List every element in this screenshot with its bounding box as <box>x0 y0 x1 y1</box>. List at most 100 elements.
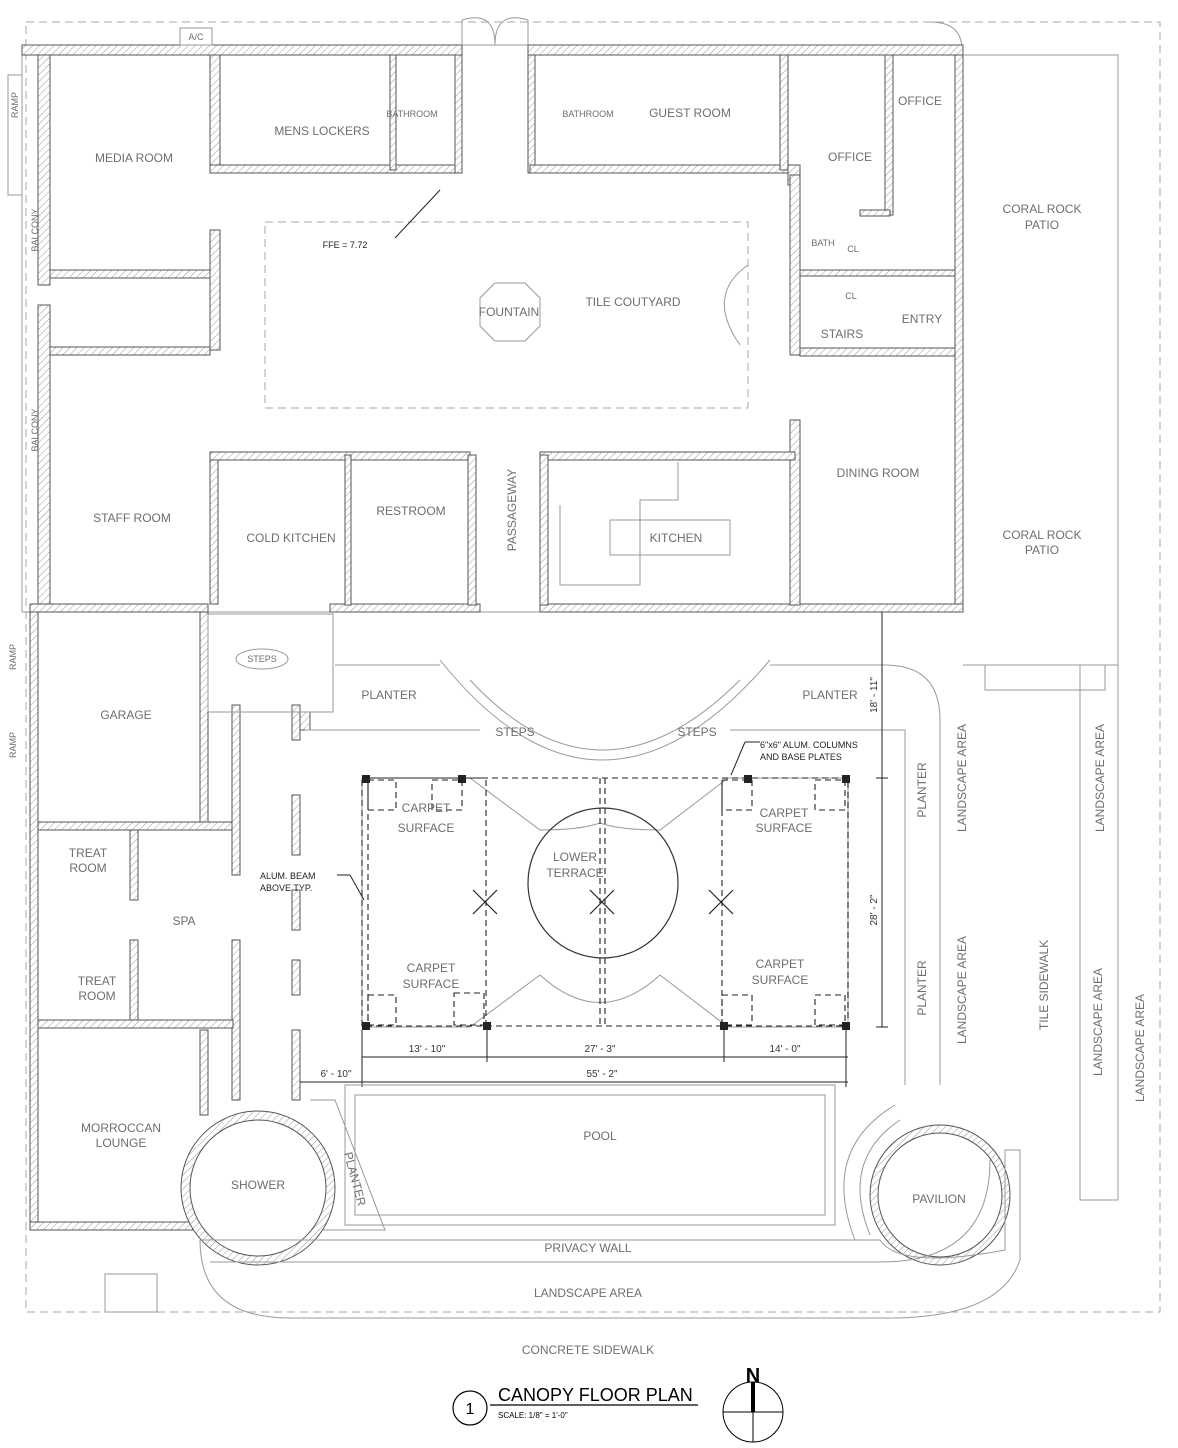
label-restroom: RESTROOM <box>376 504 445 518</box>
wall <box>37 304 51 606</box>
label-planter: PLANTER <box>915 762 929 818</box>
wall <box>49 269 211 279</box>
label-cl: CL <box>845 291 857 301</box>
wall <box>467 454 477 606</box>
label-garage: GARAGE <box>100 708 151 722</box>
wall <box>49 346 211 356</box>
label-treat-room: ROOM <box>69 861 106 875</box>
dimension-lines <box>300 612 888 1087</box>
wall <box>454 54 463 174</box>
label-landscape-area: LANDSCAPE AREA <box>955 724 969 832</box>
label-pavilion: PAVILION <box>912 1192 966 1206</box>
label-steps: STEPS <box>677 725 716 739</box>
kitchen-island <box>609 519 731 556</box>
wall <box>29 603 209 613</box>
wall <box>37 1019 234 1029</box>
wall <box>291 889 301 931</box>
drawing-number: 1 <box>466 1401 475 1418</box>
dim-offset: 6' - 10" <box>320 1069 351 1080</box>
curved-steps <box>439 659 771 761</box>
wall <box>291 794 301 856</box>
ramp <box>7 74 23 196</box>
property-line <box>25 21 1161 1313</box>
label-office: OFFICE <box>828 150 872 164</box>
wall <box>954 54 964 606</box>
wall <box>789 419 801 606</box>
label-lower-terrace: TERRACE <box>546 866 603 880</box>
wall <box>209 164 461 174</box>
label-lower-terrace: LOWER <box>553 850 597 864</box>
label-landscape-area: LANDSCAPE AREA <box>1091 968 1105 1076</box>
columns <box>362 775 850 1030</box>
terrace-paving <box>361 777 849 1028</box>
wall <box>539 603 964 613</box>
dim-north-setback: 18' - 11" <box>869 677 880 713</box>
label-treat-room: TREAT <box>78 974 117 988</box>
room-labels: A/C RAMP BALCONY BALCONY MEDIA ROOM MENS… <box>8 32 1147 1357</box>
label-stairs: STAIRS <box>821 327 863 341</box>
annotations: 6"x6" ALUM. COLUMNS AND BASE PLATES ALUM… <box>260 677 880 1080</box>
dim-depth: 28' - 2" <box>869 894 880 925</box>
wall <box>37 821 234 831</box>
label-ramp: RAMP <box>8 732 18 758</box>
label-bath: BATH <box>811 238 834 248</box>
wall <box>789 174 801 356</box>
label-carpet: SURFACE <box>403 977 460 991</box>
label-morroccan-lounge: LOUNGE <box>96 1136 147 1150</box>
label-ramp: RAMP <box>8 644 18 670</box>
wall <box>779 54 789 171</box>
wall <box>859 209 891 217</box>
label-landscape-area: LANDSCAPE AREA <box>955 936 969 1044</box>
wall <box>129 939 139 1021</box>
dim-bay-1: 13' - 10" <box>409 1044 446 1055</box>
dim-bay-2: 27' - 3" <box>584 1044 615 1055</box>
wall <box>209 451 471 461</box>
label-tile-sidewalk: TILE SIDEWALK <box>1037 940 1051 1030</box>
drawing-scale: SCALE: 1/8" = 1'-0" <box>498 1411 568 1420</box>
label-landscape-area: LANDSCAPE AREA <box>1133 994 1147 1102</box>
label-ramp: RAMP <box>10 92 20 118</box>
label-morroccan-lounge: MORROCCAN <box>81 1121 161 1135</box>
label-bathroom: BATHROOM <box>562 109 613 119</box>
label-planter: PLANTER <box>915 960 929 1016</box>
wall <box>291 704 301 741</box>
fountain <box>479 282 541 342</box>
ac-unit <box>179 27 213 46</box>
label-landscape-area: LANDSCAPE AREA <box>1093 724 1107 832</box>
tile-courtyard <box>264 221 749 409</box>
label-dining-room: DINING ROOM <box>837 466 920 480</box>
note-beam: ABOVE TYP. <box>260 883 312 893</box>
label-concrete-sidewalk: CONCRETE SIDEWALK <box>522 1343 654 1357</box>
dim-overall: 55' - 2" <box>586 1069 617 1080</box>
label-guest-room: GUEST ROOM <box>649 106 731 120</box>
label-ffe: FFE = 7.72 <box>323 240 368 250</box>
label-bathroom: BATHROOM <box>386 109 437 119</box>
label-fountain: FOUNTAIN <box>479 305 539 319</box>
wall <box>209 229 221 351</box>
label-spa: SPA <box>172 914 195 928</box>
column-base-plates <box>367 779 846 1026</box>
wall <box>291 1029 301 1101</box>
wall <box>209 451 219 605</box>
label-coral-patio: CORAL ROCK <box>1003 528 1082 542</box>
lower-terrace-circle <box>527 807 679 959</box>
note-columns: AND BASE PLATES <box>760 752 842 762</box>
wall <box>539 451 796 461</box>
label-kitchen: KITCHEN <box>650 531 703 545</box>
label-passageway: PASSAGEWAY <box>505 469 519 551</box>
wall <box>389 54 397 171</box>
label-carpet: SURFACE <box>756 821 813 835</box>
label-carpet: SURFACE <box>752 973 809 987</box>
wall <box>799 347 956 357</box>
wall <box>529 164 791 174</box>
wall <box>29 611 39 1228</box>
north-label: N <box>746 1365 760 1387</box>
label-carpet: CARPET <box>760 806 809 820</box>
label-pool: POOL <box>583 1129 617 1143</box>
label-shower: SHOWER <box>231 1178 285 1192</box>
entry-door <box>461 17 529 46</box>
label-office: OFFICE <box>898 94 942 108</box>
label-balcony: BALCONY <box>30 208 40 251</box>
label-coral-patio: CORAL ROCK <box>1003 202 1082 216</box>
note-beam: ALUM. BEAM <box>260 871 316 881</box>
